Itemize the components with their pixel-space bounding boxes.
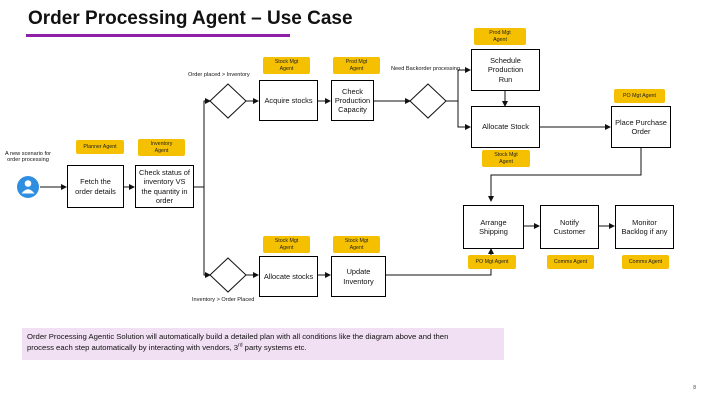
- step-notify-customer: Notify Customer: [540, 205, 599, 249]
- note-line-1: Order Processing Agentic Solution will a…: [27, 332, 449, 341]
- decision-diamond-inventory: [209, 83, 247, 119]
- inventory-order-label: Inventory > Order Placed: [192, 297, 255, 303]
- step-monitor-backlog: Monitor Backlog if any: [615, 205, 674, 249]
- step-acquire-stocks: Acquire stocks: [259, 80, 318, 121]
- step-place-purchase-order: Place Purchase Order: [611, 106, 671, 148]
- agent-tag-po-shipping: PO Mgt Agent: [468, 255, 516, 269]
- decision-diamond-backorder: [409, 83, 447, 119]
- title-underline: [26, 34, 290, 37]
- agent-tag-planner: Planner Agent: [76, 140, 124, 154]
- agent-tag-po-place: PO Mgt Agent: [614, 89, 665, 103]
- connector-decision2-to-allocate: [457, 101, 471, 130]
- connector-check-split-lower: [203, 187, 211, 278]
- order-placed-label: Order placed > Inventory: [188, 72, 250, 78]
- step-allocate-stocks: Allocate stocks: [259, 256, 318, 297]
- backorder-label: Need Backorder processing: [391, 66, 461, 72]
- step-allocate-stock: Allocate Stock: [471, 106, 540, 148]
- step-check-capacity: Check Production Capacity: [331, 80, 374, 121]
- agent-tag-stock-update: Stock Mgt Agent: [333, 236, 380, 253]
- agent-tag-stock-acquire: Stock Mgt Agent: [263, 57, 310, 74]
- agent-tag-stock-bottom-allocate: Stock Mgt Agent: [263, 236, 310, 253]
- page-title: Order Processing Agent – Use Case: [28, 8, 353, 29]
- note-line-2: process each step automatically by inter…: [27, 342, 307, 353]
- user-icon: [17, 176, 39, 198]
- connector-decision2-to-schedule: [446, 67, 471, 102]
- decision-diamond-order: [209, 257, 247, 293]
- step-arrange-shipping: Arrange Shipping: [463, 205, 524, 249]
- step-schedule-production: Schedule Production Run: [471, 49, 540, 91]
- agent-tag-stock-allocate: Stock Mgt Agent: [482, 150, 530, 167]
- step-fetch-order: Fetch the order details: [67, 165, 124, 208]
- agent-tag-inventory: Inventory Agent: [138, 139, 185, 156]
- page-number: 8: [693, 385, 696, 391]
- solution-note: Order Processing Agentic Solution will a…: [22, 328, 504, 360]
- connector-check-split: [194, 98, 211, 188]
- agent-tag-comms-monitor: Comms Agent: [622, 255, 669, 269]
- agent-tag-prod-capacity: Prod Mgt Agent: [333, 57, 380, 74]
- step-update-inventory: Update Inventory: [331, 256, 386, 297]
- agent-tag-prod-schedule: Prod Mgt Agent: [474, 28, 526, 45]
- connector-po-to-shipping: [488, 148, 642, 202]
- scenario-label: A new scenario for order processing: [4, 151, 52, 163]
- step-check-inventory: Check status of inventory VS the quantit…: [135, 165, 194, 208]
- agent-tag-comms-notify: Comms Agent: [547, 255, 594, 269]
